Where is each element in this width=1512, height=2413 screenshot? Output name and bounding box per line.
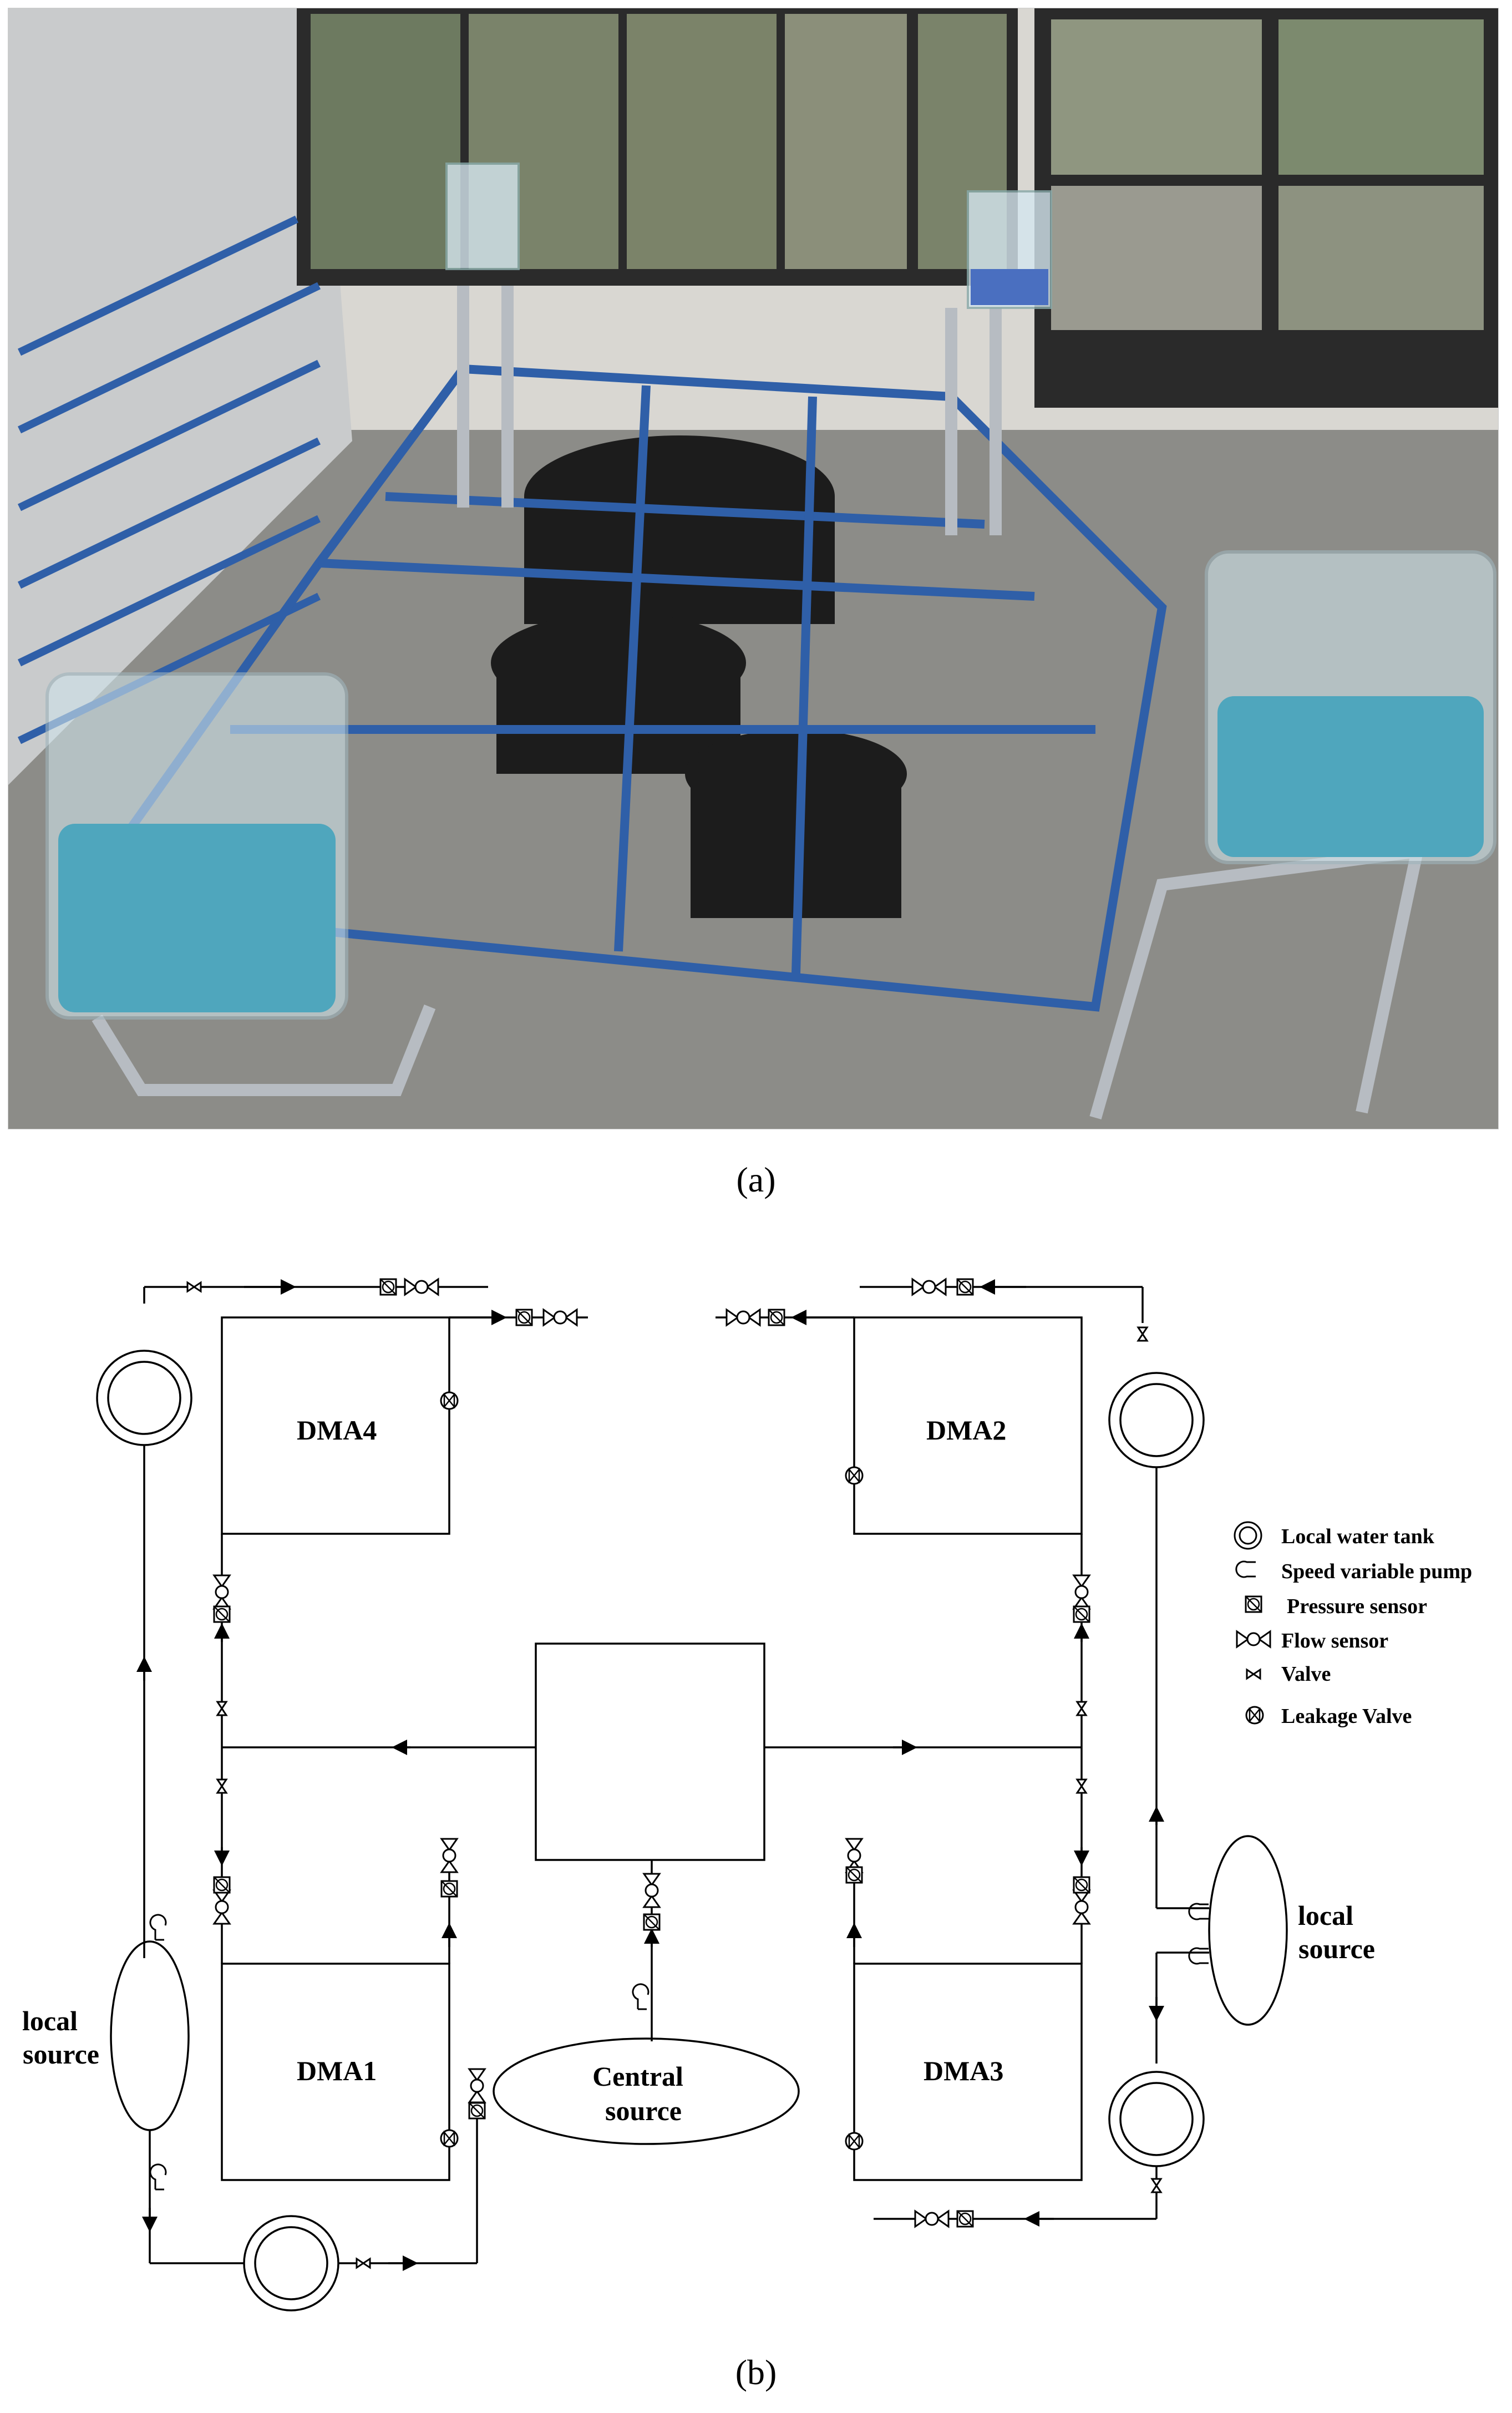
local-tank-right-bottom <box>1108 2071 1205 2167</box>
local-source-left-label-1: local <box>22 2005 78 2036</box>
local-water-tank-right <box>1205 550 1496 864</box>
testbed-photo <box>8 8 1499 1129</box>
upper-tank-right <box>967 190 1052 309</box>
local-tank-right-top <box>1108 1372 1205 1468</box>
door <box>1034 8 1498 408</box>
caption-b: (b) <box>735 2353 777 2392</box>
central-source-label-2: source <box>605 2095 682 2126</box>
dma4-label: DMA4 <box>297 1415 377 1446</box>
central-source-label-1: Central <box>592 2061 683 2092</box>
local-tank-left-top <box>96 1350 192 1446</box>
local-source-right-label-2: source <box>1298 1933 1375 1964</box>
legend-label-pressure: Pressure sensor <box>1287 1595 1427 1618</box>
dma3-box <box>853 1963 1083 2181</box>
dma3-label: DMA3 <box>924 2055 1003 2086</box>
dma2-box <box>853 1316 1083 1535</box>
caption-a: (a) <box>736 1160 776 1199</box>
local-tank-left-bottom <box>243 2215 339 2311</box>
dma2-label: DMA2 <box>926 1415 1006 1446</box>
legend-label-valve: Valve <box>1281 1662 1331 1686</box>
window <box>297 8 1018 286</box>
pipe-network-frame <box>67 364 1167 1012</box>
network-schematic: DMA4 DMA2 DMA1 DMA3 Central source local… <box>22 1278 1472 2311</box>
local-source-right-label-1: local <box>1298 1900 1353 1931</box>
legend: Local water tank Speed variable pump Pre… <box>1234 1521 1472 1728</box>
upper-tank-left <box>445 163 520 270</box>
speed-variable-pump-icon <box>149 1903 1210 2191</box>
dma1-label: DMA1 <box>297 2055 377 2086</box>
local-water-tank-left <box>45 672 348 1020</box>
dma1-box <box>221 1963 450 2181</box>
local-source-left-label-2: source <box>23 2039 99 2070</box>
steel-stands <box>92 286 1425 1120</box>
local-source-right <box>1208 1835 1288 2026</box>
local-source-left <box>110 1940 190 2131</box>
dma4-box <box>221 1316 450 1535</box>
central-hub-box <box>535 1643 765 1861</box>
legend-label-tank: Local water tank <box>1281 1525 1435 1548</box>
legend-label-leakage: Leakage Valve <box>1281 1705 1412 1728</box>
central-source <box>493 2037 800 2145</box>
legend-label-pump: Speed variable pump <box>1281 1560 1472 1583</box>
legend-label-flow: Flow sensor <box>1281 1629 1388 1652</box>
